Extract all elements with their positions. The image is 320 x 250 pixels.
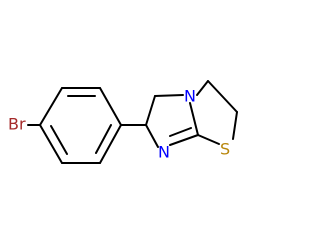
bond-ring-double-3 [50,125,68,155]
bond-c6-c5 [145,95,156,126]
benzene-ring [39,87,122,164]
bond-c7a-n7-double [169,127,192,137]
bond-n4-c3 [196,80,209,96]
thiazolidine-ring [196,80,238,145]
nitrogen-bridge-label: N [184,87,196,106]
bond-n7-c6 [145,124,159,148]
sulfur-label: S [220,140,230,159]
bond-ring-double-2 [95,124,112,154]
bond-c3-c2 [207,80,238,113]
bond-s1-c7a [197,134,220,145]
bond-ring-c3-c4 [99,87,122,126]
imidazoline-ring [145,94,199,148]
bromine-label: Br [8,115,26,134]
bond-n4-c7a [189,102,199,136]
bond-ring-c1-c2 [39,87,63,126]
bond-ring-c4-c5 [99,124,122,164]
bond-c2-s1 [232,111,238,140]
structure-diagram: Br N N S [8,80,238,164]
bond-ring-c6-c1 [39,124,63,164]
bond-c5-n4 [154,94,184,97]
nitrogen-imine-label: N [158,143,170,162]
bond-c7a-n7 [169,134,199,146]
molecule-canvas: Br N N S [8,80,238,164]
